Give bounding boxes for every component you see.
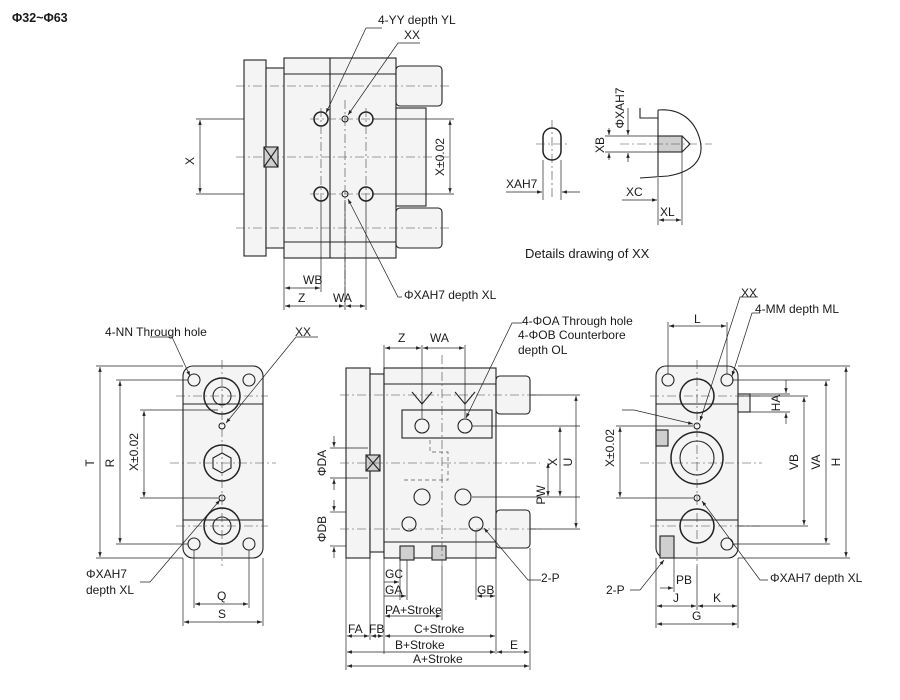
label-xah7-depth-xl-top: ΦXAH7 depth XL [404, 288, 497, 302]
label-phi-db: ΦDB [315, 516, 329, 542]
label-j: J [673, 591, 679, 605]
detail-xx-section [605, 108, 712, 225]
label-depth-xl-left: depth XL [86, 583, 134, 597]
port-fitting-right [431, 545, 447, 561]
detail-xx-slot [506, 120, 580, 200]
label-xah7-left: ΦXAH7 [86, 567, 127, 581]
label-z-top: Z [298, 291, 305, 305]
label-wa-front: WA [430, 331, 449, 345]
label-e: E [510, 638, 518, 652]
label-t: T [83, 459, 97, 467]
left-end-plate [182, 365, 264, 559]
label-vb: VB [787, 454, 801, 470]
port-fitting-left [399, 545, 415, 561]
label-4-mm-depth-ml: 4-MM depth ML [755, 302, 839, 316]
right-end-view [616, 296, 850, 628]
label-fb: FB [369, 622, 384, 636]
front-plate-block [401, 409, 493, 439]
label-xx-right: XX [741, 286, 757, 300]
label-xah7-depth-xl-right: ΦXAH7 depth XL [770, 571, 863, 585]
nn-hole-2 [242, 373, 256, 387]
label-wb: WB [303, 273, 322, 287]
label-2-p-right: 2-P [606, 583, 625, 597]
label-ga: GA [385, 583, 402, 597]
label-4-nn-through-hole: 4-NN Through hole [105, 325, 207, 339]
label-4-oa-through-hole: 4-ΦOA Through hole [522, 314, 633, 328]
label-va: VA [809, 454, 823, 469]
top-cylinder-body [283, 57, 397, 259]
top-view [196, 27, 454, 310]
right-side-fitting [655, 429, 669, 447]
top-flange-plate [243, 59, 267, 257]
label-x-tol-left: X±0.02 [127, 433, 141, 471]
label-xl: XL [660, 205, 675, 219]
right-port-fitting [659, 535, 675, 559]
label-x-tol-right: X±0.02 [603, 429, 617, 467]
front-view [330, 322, 580, 670]
label-4-yy-depth-yl: 4-YY depth YL [378, 13, 456, 27]
label-wa-top: WA [333, 291, 352, 305]
label-xb: XB [593, 137, 607, 153]
label-pa-stroke: PA+Stroke [385, 603, 442, 617]
label-pw: PW [534, 485, 548, 505]
label-k: K [713, 591, 721, 605]
label-xx-left: XX [295, 325, 311, 339]
label-r: R [103, 458, 117, 467]
label-g: G [692, 609, 701, 623]
label-b-stroke: B+Stroke [395, 638, 445, 652]
label-c-stroke: C+Stroke [414, 622, 465, 636]
left-hex-nut [212, 452, 232, 474]
label-xah7-detail: XAH7 [506, 177, 538, 191]
label-z-front: Z [398, 331, 405, 345]
label-pb: PB [676, 573, 692, 587]
label-x-top: X [183, 157, 197, 165]
label-gb: GB [477, 583, 494, 597]
label-gc: GC [385, 567, 403, 581]
label-x-tol-top: X±0.02 [433, 138, 447, 176]
label-u: U [561, 458, 575, 467]
right-side-port [737, 393, 751, 413]
label-phi-xah7-detail: ΦXAH7 [613, 87, 627, 128]
label-s: S [218, 607, 226, 621]
label-h: H [829, 458, 843, 467]
label-depth-ol: depth OL [518, 343, 568, 357]
bore-range-title: Φ32~Φ63 [12, 11, 68, 25]
label-l: L [694, 312, 701, 326]
label-xx-top: XX [404, 28, 420, 42]
left-end-view [96, 336, 318, 626]
label-fa: FA [348, 622, 363, 636]
label-x-front: X [546, 458, 560, 466]
label-4-ob-counterbore: 4-ΦOB Counterbore [518, 328, 626, 342]
label-2-p-front: 2-P [541, 571, 560, 585]
label-q: Q [217, 589, 226, 603]
details-caption: Details drawing of XX [525, 246, 650, 261]
label-a-stroke: A+Stroke [413, 652, 463, 666]
label-ha: HA [769, 395, 783, 412]
label-xc: XC [626, 185, 643, 199]
label-phi-da: ΦDA [315, 450, 329, 476]
